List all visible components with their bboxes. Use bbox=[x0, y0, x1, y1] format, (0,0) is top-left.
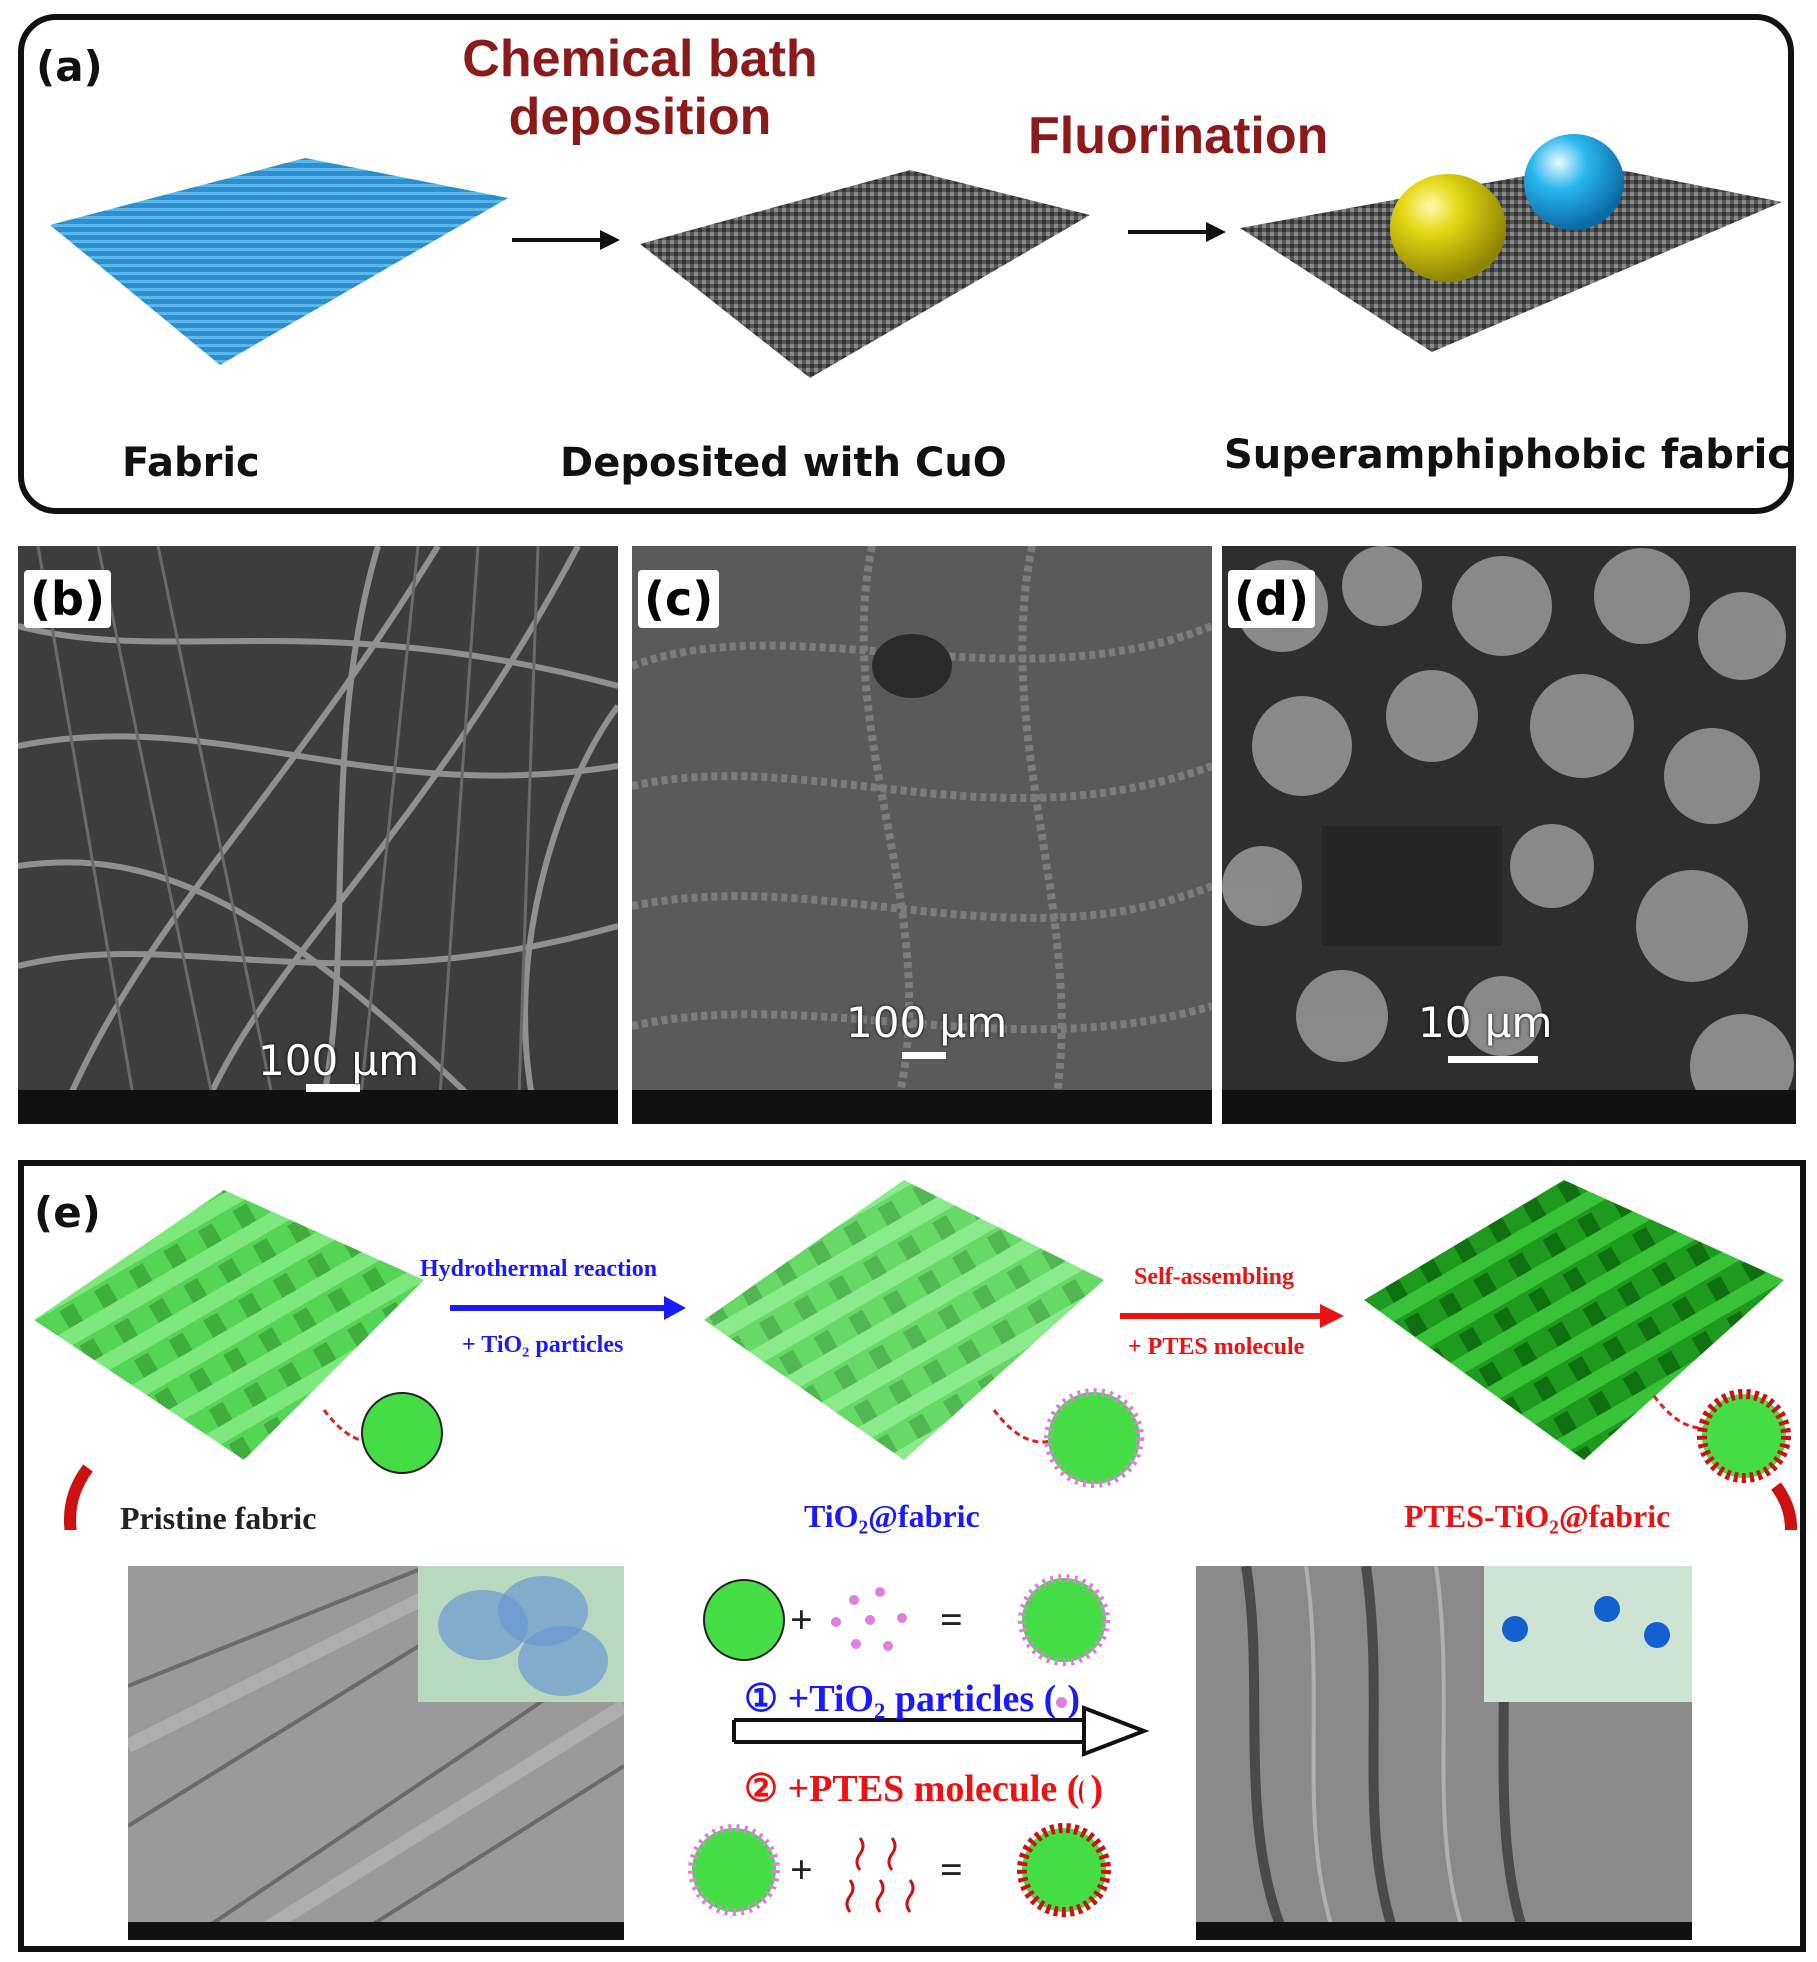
water-bead bbox=[1502, 1616, 1528, 1642]
scale-bar-b bbox=[306, 1084, 360, 1092]
plus-sign-1: + bbox=[790, 1597, 813, 1642]
self-assembling-label: Self-assembling bbox=[1134, 1264, 1295, 1290]
sem-pristine-fabric bbox=[128, 1566, 624, 1940]
inset-repelled-droplets bbox=[1484, 1566, 1692, 1702]
water-bead bbox=[1594, 1596, 1620, 1622]
tio2-fabric-label: TiO₂@fabric bbox=[804, 1498, 980, 1534]
step-fluorination-label: Fluorination bbox=[1028, 107, 1329, 165]
bare-fiber bbox=[703, 1579, 785, 1661]
scale-label-c: 100 μm bbox=[846, 998, 1008, 1047]
pink-particle-icon bbox=[1056, 1696, 1068, 1708]
step-tio2-particles: ① +TiO₂ particles () bbox=[744, 1676, 1080, 1721]
tio2-coated-fiber bbox=[1018, 1574, 1110, 1666]
equals-sign-1: = bbox=[940, 1597, 963, 1642]
step-chemical-bath-label: Chemical bath deposition bbox=[430, 30, 850, 146]
absorbed-droplet bbox=[518, 1626, 608, 1696]
step-tio2-close: ) bbox=[1067, 1678, 1080, 1720]
hydrothermal-label: Hydrothermal reaction bbox=[420, 1256, 658, 1282]
arrow-1-head bbox=[600, 230, 620, 250]
ptes-molecules bbox=[845, 1837, 915, 1913]
ptes-molecule-label: + PTES molecule bbox=[1128, 1334, 1305, 1360]
panel-b-tag: (b) bbox=[24, 570, 111, 628]
arrow-2-head bbox=[1206, 222, 1226, 242]
fabric-sheet-blue bbox=[50, 158, 508, 365]
curved-arrow-right bbox=[1771, 1482, 1797, 1530]
sem-infobar-pristine bbox=[128, 1922, 624, 1940]
scale-label-d: 10 μm bbox=[1418, 998, 1553, 1047]
fabric-sheet-superamphiphobic bbox=[1240, 164, 1782, 352]
inset-absorbed-droplets bbox=[418, 1566, 624, 1702]
sem-infobar-b bbox=[18, 1090, 618, 1124]
step-ptes-molecule: ② +PTES molecule () bbox=[744, 1766, 1103, 1811]
sem-infobar-ptes bbox=[1196, 1922, 1692, 1940]
ptes-fiber-cross-section bbox=[1697, 1389, 1791, 1483]
water-bead bbox=[1644, 1622, 1670, 1648]
hydrothermal-arrow-head bbox=[664, 1296, 686, 1320]
scale-bar-d bbox=[1448, 1056, 1538, 1063]
step-ptes-close: ) bbox=[1090, 1768, 1104, 1810]
tio2-coated-fiber-2 bbox=[688, 1824, 780, 1916]
sem-image-b bbox=[18, 546, 618, 1124]
step-chemical-bath-line1: Chemical bath bbox=[462, 30, 818, 88]
water-droplet bbox=[1524, 134, 1624, 230]
panel-e-weaves bbox=[34, 1180, 1797, 1530]
pristine-fabric-weave bbox=[34, 1190, 424, 1460]
tio2-fabric-weave bbox=[704, 1180, 1104, 1460]
self-assembling-arrow-head bbox=[1320, 1304, 1344, 1328]
ptes-molecule-icon bbox=[1079, 1780, 1090, 1805]
curved-arrow-left bbox=[64, 1464, 93, 1530]
fabric-sheet-cuo bbox=[640, 170, 1090, 378]
panel-c-tag: (c) bbox=[638, 570, 720, 628]
tio2-particles bbox=[831, 1587, 907, 1651]
process-arrow-head bbox=[1082, 1705, 1150, 1757]
pristine-fiber-cross-section bbox=[361, 1392, 443, 1474]
sem-infobar-c bbox=[632, 1090, 1212, 1124]
oil-droplet bbox=[1390, 174, 1506, 282]
center-schematic bbox=[688, 1574, 1150, 1917]
step-ptes-text: ② +PTES molecule ( bbox=[744, 1768, 1080, 1810]
zoom-pointer-1 bbox=[322, 1409, 385, 1444]
scale-label-b: 100 μm bbox=[258, 1036, 420, 1085]
panel-a-illustration bbox=[50, 134, 1782, 378]
tio2-particles-label: + TiO₂ particles bbox=[462, 1332, 624, 1358]
zoom-pointer-2 bbox=[992, 1409, 1055, 1444]
panel-a-tag: (a) bbox=[36, 42, 103, 91]
plus-sign-2: + bbox=[790, 1847, 813, 1892]
ptes-coated-fiber bbox=[1017, 1823, 1111, 1917]
label-fabric: Fabric bbox=[122, 440, 260, 486]
scale-bar-c bbox=[902, 1052, 946, 1059]
panel-e-tag: (e) bbox=[34, 1188, 101, 1237]
panel-d-tag: (d) bbox=[1228, 570, 1315, 628]
sem-texture-d bbox=[1222, 546, 1796, 1124]
label-superamphiphobic: Superamphiphobic fabric bbox=[1224, 432, 1792, 478]
sem-image-c bbox=[632, 546, 1212, 1124]
step-tio2-text: ① +TiO₂ particles ( bbox=[744, 1678, 1057, 1720]
pristine-fabric-label: Pristine fabric bbox=[120, 1500, 317, 1536]
label-deposited-cuo: Deposited with CuO bbox=[560, 440, 1007, 486]
tio2-fiber-cross-section bbox=[1044, 1388, 1144, 1488]
sem-image-d bbox=[1222, 546, 1796, 1124]
step-chemical-bath-line2: deposition bbox=[508, 88, 772, 146]
sem-infobar-d bbox=[1222, 1090, 1796, 1124]
ptes-tio2-fabric-label: PTES-TiO₂@fabric bbox=[1404, 1498, 1671, 1534]
ptes-fabric-weave bbox=[1364, 1180, 1784, 1460]
equals-sign-2: = bbox=[940, 1847, 963, 1892]
sem-texture-c bbox=[632, 546, 1212, 1124]
zoom-pointer-3 bbox=[1652, 1395, 1715, 1430]
sem-ptes-fabric bbox=[1196, 1566, 1692, 1940]
sem-texture-b bbox=[18, 546, 618, 1124]
